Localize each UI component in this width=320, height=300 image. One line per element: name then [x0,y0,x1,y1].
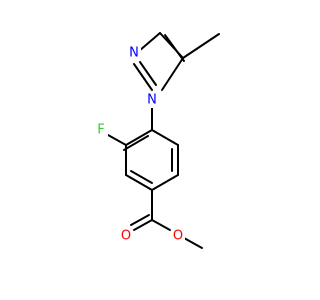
structure-svg: N N F O O [94,32,220,249]
bond [130,214,150,226]
atom-symbol: O [121,229,131,244]
molecule-diagram: N N F O O [94,32,220,249]
bond [139,61,157,86]
bond [133,219,153,231]
bond [130,170,153,184]
bond [133,63,153,91]
bond [125,174,153,191]
bond [183,237,203,249]
bond [151,129,179,146]
atom-label-o-ester: O [171,228,185,244]
atom-label-o-carbonyl: O [119,228,133,244]
bond [164,34,185,62]
atom-symbol: O [173,229,183,244]
bond [182,33,220,59]
bond [138,32,161,52]
atom-symbol: N [129,46,139,61]
atom-label-n3: N [127,45,141,61]
bond [151,174,179,191]
atom-symbol: N [147,93,157,108]
bond [107,134,127,146]
bond [151,219,171,231]
bond [123,135,149,151]
atom-label-f: F [94,122,108,138]
bond [161,57,184,91]
atom-symbol: F [97,123,104,138]
bond [125,129,153,146]
atom-label-n1: N [145,92,159,108]
